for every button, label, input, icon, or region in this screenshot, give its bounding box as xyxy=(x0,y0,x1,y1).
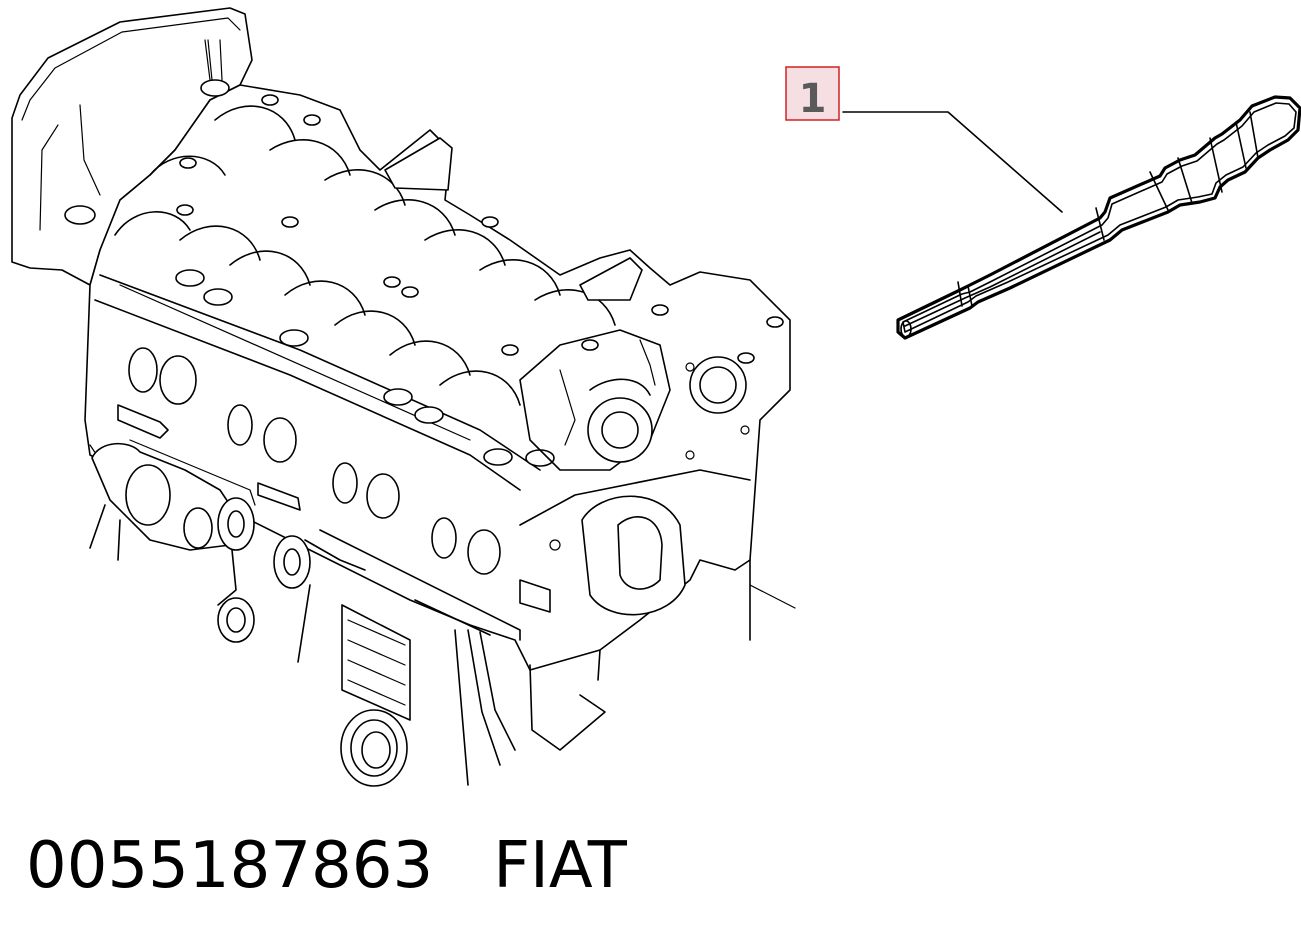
part-caption: 0055187863 FIAT xyxy=(26,826,627,906)
lower-block xyxy=(519,469,796,681)
callout-1-label: 1 xyxy=(799,76,827,122)
part-number: 0055187863 xyxy=(26,829,434,903)
rear-face xyxy=(519,329,750,551)
callout-1[interactable]: 1 xyxy=(785,66,1063,213)
callout-1-box[interactable] xyxy=(785,66,840,121)
exhaust-flange xyxy=(89,442,521,663)
intake-ports xyxy=(89,347,551,613)
glow-plug-part xyxy=(896,95,1301,340)
camshaft-exhaust xyxy=(149,105,616,326)
camshaft-intake xyxy=(114,211,521,406)
brand-name: FIAT xyxy=(493,829,627,903)
lower-components xyxy=(340,599,606,787)
engine-cylinder-head-drawing xyxy=(11,7,796,787)
bearing-cap-bolts xyxy=(64,39,784,467)
callout-1-leader-line xyxy=(842,111,1063,213)
